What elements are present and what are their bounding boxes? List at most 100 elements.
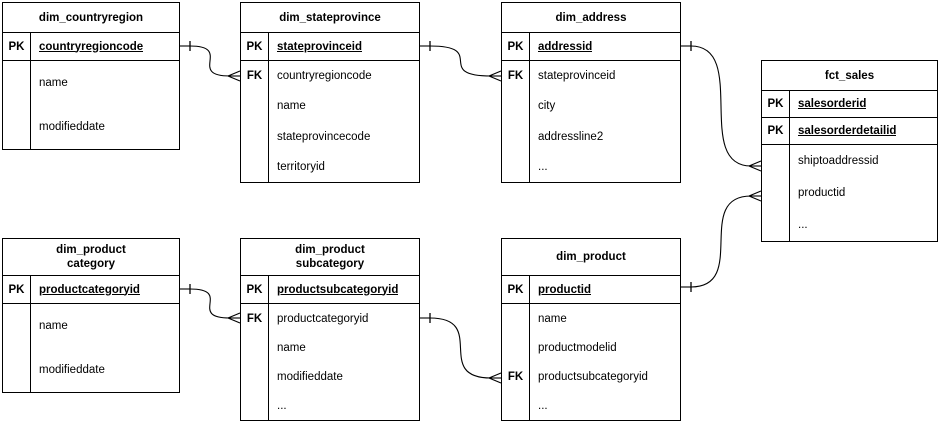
entity-key-column [3,304,31,392]
attribute-name: countryregioncode [277,70,372,83]
attribute-name: ... [277,399,287,412]
key-badge-pk: PK [3,33,31,60]
attribute-name: productcategoryid [277,312,369,325]
relationship-address-to-fctsales [681,41,762,172]
entity-title-dim_address: dim_address [502,3,680,33]
attribute-name: name [277,100,306,113]
entity-body-dim_stateprovince: FK countryregioncode name stateprovincecode… [241,61,419,182]
key-badge-none [502,333,529,362]
relationship-line [690,195,752,288]
key-badge-none [762,209,789,241]
attribute-name: territoryid [277,160,325,173]
attribute-name: ... [538,160,548,173]
key-badge-fk: FK [507,70,524,83]
attribute-name: modifieddate [39,364,105,376]
entity-title-dim_productsubcategory: dim_product subcategory [241,239,419,276]
attribute-name: salesorderdetailid [798,125,897,137]
key-badge-none [502,152,529,182]
key-badge-pk: PK [762,118,790,144]
relationship-product-to-fctsales [681,190,762,292]
key-badge-none [762,145,789,177]
entity-title-line: subcategory [295,258,365,270]
key-badge-none [502,304,529,333]
key-badge-pk: PK [241,33,269,60]
entity-title-line: dim_stateprovince [279,11,381,24]
entity-row-pk[interactable]: PK salesorderdetailid [762,118,937,145]
key-badge-pk: PK [502,276,530,303]
relationship-line [429,317,492,379]
cardinality-many-marker [488,372,502,384]
entity-title-dim_countryregion: dim_countryregion [3,3,179,33]
attribute-name: modifieddate [277,370,343,383]
relationship-line [429,45,492,77]
key-badge-pk: PK [762,91,790,117]
key-badge-none [3,105,30,149]
relationship-stateprovince-to-address [420,41,502,82]
key-badge-none [241,91,268,121]
entity-title-line: category [67,258,115,270]
key-badge-none [502,122,529,152]
key-badge-none [241,152,268,182]
entity-key-column: FK [502,304,530,420]
key-badge-none [502,91,529,121]
cardinality-many-marker [227,312,241,324]
attribute-name: addressid [538,40,593,53]
attribute-name: salesorderid [798,98,867,110]
entity-key-column: FK [241,61,269,182]
attribute-name: productmodelid [538,341,617,354]
key-badge-none [241,362,268,391]
entity-row-pk[interactable]: PK salesorderid [762,91,937,118]
cardinality-many-marker [488,70,502,82]
key-badge-fk: FK [507,370,524,383]
key-badge-fk: FK [246,312,263,325]
attribute-name: productcategoryid [39,283,140,296]
relationship-productcategory-to-subcategory [180,284,241,324]
attribute-name: stateprovincecode [277,130,371,143]
attribute-name: productid [798,187,846,199]
attribute-name: name [277,341,306,354]
key-badge-none [241,333,268,362]
relationship-line [189,288,231,319]
entity-title-line: dim_product [295,244,365,256]
cardinality-many-marker [748,160,762,172]
attribute-name: name [39,77,68,89]
attribute-name: productsubcategoryid [277,283,399,296]
key-badge-pk: PK [241,276,269,303]
entity-title-line: dim_countryregion [38,11,144,24]
entity-attribute-column: countryregioncode name stateprovincecode te… [269,61,419,182]
attribute-name: productsubcategoryid [538,370,648,383]
attribute-name: city [538,100,556,113]
entity-title-line: dim_product [56,244,126,256]
key-badge-none [3,304,30,348]
entity-title-line: dim_address [555,11,627,24]
relationship-line [189,45,231,77]
key-badge-fk: FK [246,70,263,83]
key-badge-none [3,61,30,105]
attribute-name: modifieddate [39,121,105,133]
entity-key-column [3,61,31,149]
relationship-countryregion-to-stateprovince [180,41,241,82]
entity-body-dim_productsubcategory: FK productcategoryid name modifieddate... [241,304,419,420]
entity-row-pk[interactable]: PK productsubcategoryid [241,276,419,304]
